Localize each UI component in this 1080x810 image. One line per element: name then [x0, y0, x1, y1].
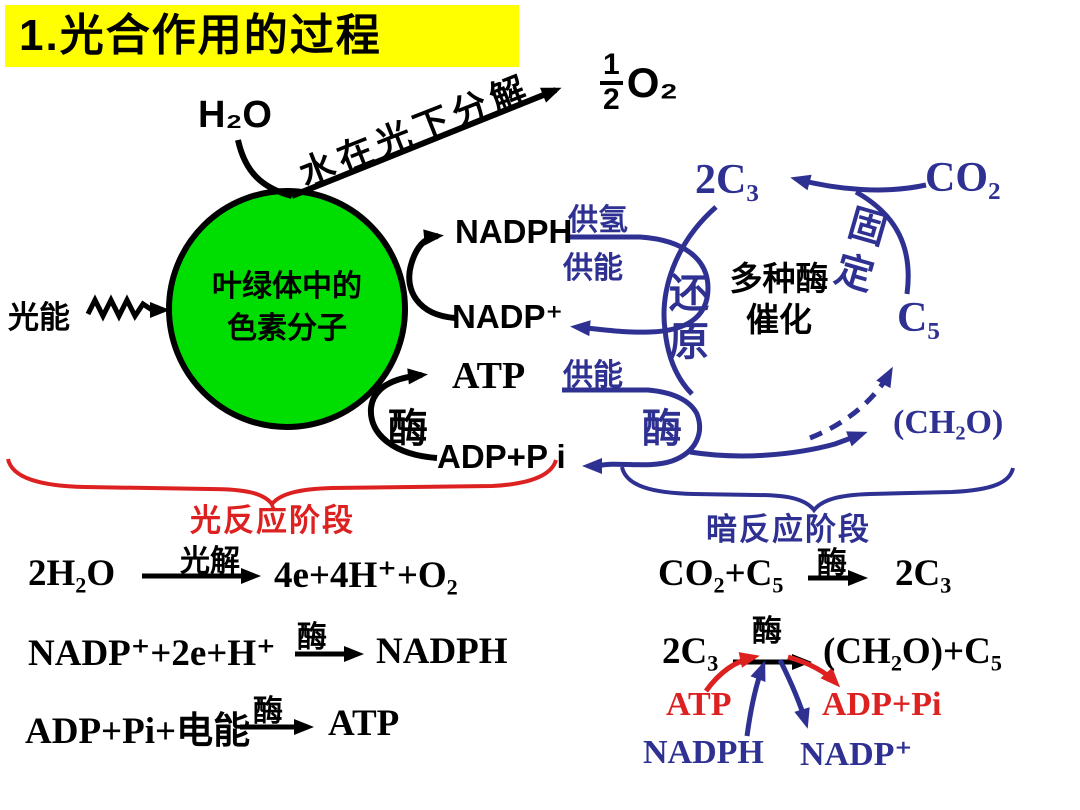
nadph-supply-loop-arrow [566, 234, 711, 337]
atp-label: ATP [452, 355, 526, 397]
eq5-label: 酶 [752, 615, 782, 648]
co2-label: CO₂ [925, 155, 1001, 201]
eq1-label: 光解 [180, 545, 240, 578]
eq3-label: 酶 [253, 695, 283, 728]
h2o-to-circle-curve [235, 139, 293, 199]
eq3-lhs: ADP+Pi+电能 [25, 711, 251, 752]
energy-atp-label: ATP [666, 686, 732, 723]
chloroplast-label: 叶绿体中的 色素分子 [212, 270, 362, 345]
supply-energy-label-2: 供能 [563, 359, 623, 392]
adp-pi-label: ADP+P i [437, 438, 566, 475]
atp-in-arrow [703, 652, 760, 693]
eq4-label: 酶 [817, 547, 847, 580]
eq4-lhs: CO₂+C₅ [658, 553, 784, 594]
adp-out-arrow [787, 654, 841, 688]
nadp-to-nadph-curve [406, 229, 456, 321]
eq3-rhs: ATP [328, 703, 400, 744]
h2o-label: H₂O [198, 94, 272, 136]
light-energy-wavy-arrow [85, 294, 170, 322]
eq5-rhs: (CH₂O)+C₅ [823, 631, 1002, 672]
energy-nadph-label: NADPH [643, 734, 764, 771]
atp-supply-loop-arrow [562, 387, 703, 474]
reduction-label: 还原 [663, 272, 707, 368]
light-energy-label: 光能 [8, 300, 70, 335]
energy-nadp-label: NADP⁺ [800, 736, 913, 773]
nadph-label: NADPH [455, 213, 573, 250]
dark-stage-brace [620, 466, 1015, 514]
enzyme-label-black: 酶 [388, 407, 428, 451]
cycle-left-arc [661, 205, 718, 396]
nadp-label: NADP⁺ [452, 298, 563, 335]
nadp-out-arrow [777, 658, 810, 729]
eq5-lhs: 2C₃ [662, 631, 719, 672]
light-stage-label: 光反应阶段 [190, 503, 355, 538]
c5-label: C₅ [897, 295, 940, 341]
dark-stage-label: 暗反应阶段 [706, 512, 871, 547]
supply-hydrogen-label: 供氢 [568, 204, 628, 237]
eq2-label: 酶 [297, 621, 327, 654]
c3-label: 2C₃ [695, 157, 759, 203]
multi-enzyme-label: 多种酶 催化 [729, 260, 829, 338]
eq1-lhs: 2H₂O [28, 553, 116, 594]
eq4-rhs: 2C₃ [895, 553, 952, 594]
eq2-lhs: NADP⁺+2e+H⁺ [28, 633, 276, 674]
cycle-to-ch2o-arrow [689, 431, 868, 459]
eq2-rhs: NADPH [376, 631, 508, 672]
page-title: 1.光合作用的过程 [5, 5, 519, 67]
supply-energy-label-1: 供能 [563, 252, 623, 285]
nadph-in-arrow [744, 660, 766, 737]
ch2o-label: (CH₂O) [893, 404, 1004, 441]
enzyme-label-blue: 酶 [642, 407, 682, 451]
c3-to-c5-dashed-arrow [809, 366, 893, 441]
light-stage-brace [6, 458, 558, 508]
adp-to-atp-curve [367, 368, 438, 461]
cycle-right-arc [854, 189, 911, 295]
water-split-arrow [290, 87, 562, 199]
co2-to-c3-arrow [790, 174, 927, 193]
eq1-rhs: 4e+4H⁺+O₂ [274, 555, 458, 596]
energy-adp-pi-label: ADP+Pi [822, 686, 942, 723]
